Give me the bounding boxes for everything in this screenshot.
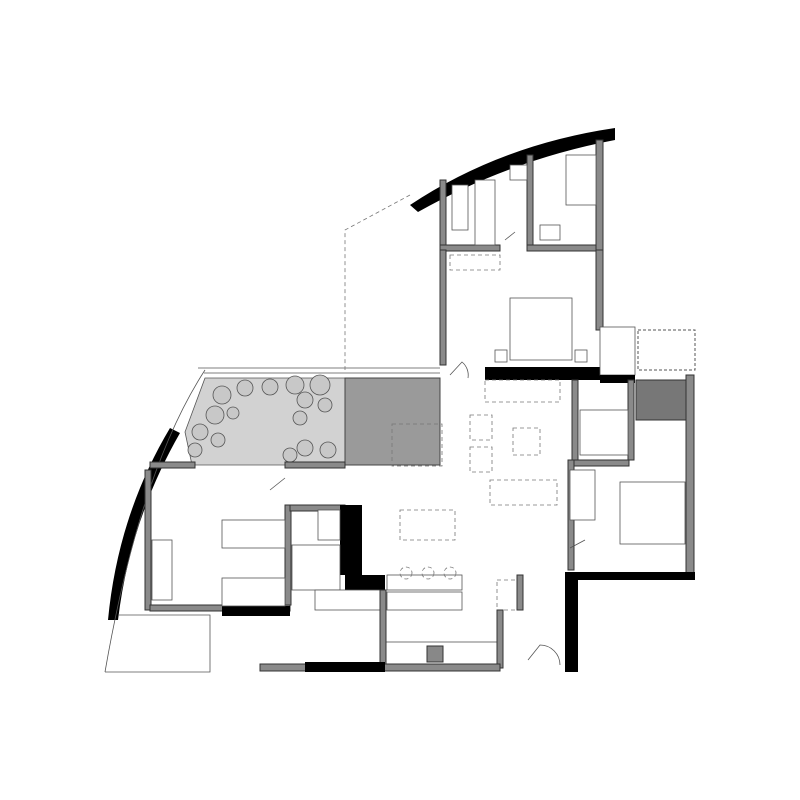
door-swings <box>269 231 586 666</box>
curved-wall-north <box>410 128 615 212</box>
tile-area <box>635 379 689 421</box>
left-bedroom <box>144 461 346 616</box>
closet <box>569 469 596 521</box>
bathtub <box>565 154 597 206</box>
toilet <box>509 164 528 181</box>
tree-icons <box>187 374 337 463</box>
sink <box>539 224 561 241</box>
closet <box>151 539 173 601</box>
island <box>386 574 463 591</box>
right-bathroom <box>579 409 629 456</box>
living-dining <box>391 379 561 541</box>
kitchen <box>379 566 524 669</box>
terrace-outline <box>344 194 411 370</box>
dining-table <box>399 509 456 541</box>
bed <box>221 519 286 549</box>
bed <box>221 577 286 607</box>
sink-counter <box>386 591 463 611</box>
middle-bathroom <box>289 504 385 611</box>
stove <box>426 645 444 663</box>
terrace-garden <box>184 367 441 466</box>
master-bedroom <box>439 249 604 380</box>
closet <box>474 179 496 246</box>
bed <box>509 297 573 361</box>
bed <box>619 481 686 545</box>
upper-bath-block <box>439 139 604 252</box>
right-wing <box>565 326 696 672</box>
south-structural-wall <box>305 662 385 672</box>
wood-deck <box>344 377 441 466</box>
